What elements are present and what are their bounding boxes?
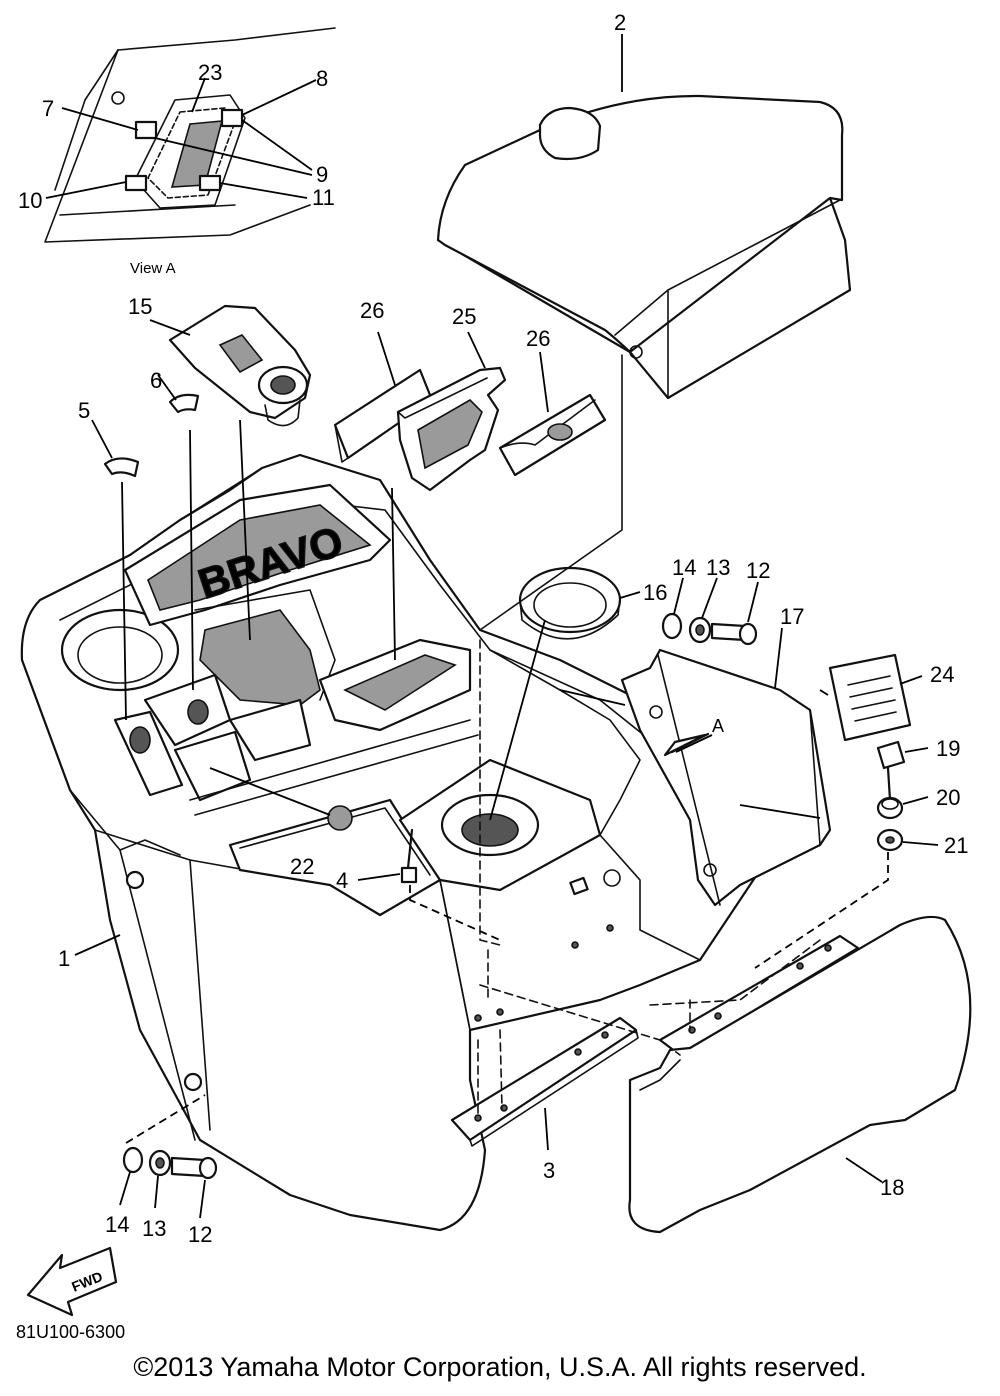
callout-4: 4	[336, 868, 348, 893]
callout-26-left: 26	[360, 298, 384, 323]
clip-part-6	[168, 393, 200, 414]
callout-5: 5	[78, 398, 90, 423]
plug-part-22	[327, 805, 353, 831]
callout-10: 10	[18, 188, 42, 213]
callout-3: 3	[543, 1158, 555, 1183]
washer-part-21	[876, 828, 904, 852]
copyright-notice: ©2013 Yamaha Motor Corporation, U.S.A. A…	[133, 1352, 867, 1382]
callout-14-top: 14	[672, 555, 696, 580]
diagram-code: 81U100-6300	[16, 1322, 126, 1342]
callout-19: 19	[936, 736, 960, 761]
callout-23: 23	[198, 60, 222, 85]
callout-21: 21	[944, 833, 968, 858]
part-25	[396, 366, 507, 492]
callout-6: 6	[150, 368, 162, 393]
callout-13-top: 13	[706, 555, 730, 580]
washer-part-14-top	[661, 612, 683, 640]
callout-17: 17	[780, 604, 804, 629]
callout-20: 20	[936, 785, 960, 810]
part-26-right	[498, 393, 607, 477]
washer-part-13-top	[688, 616, 712, 644]
bolt-part-12-bottom	[170, 1156, 218, 1180]
pin-part-4	[400, 828, 418, 884]
clip-part-5	[103, 457, 140, 478]
callout-9: 9	[316, 162, 328, 187]
callout-12-top: 12	[746, 558, 770, 583]
bolt-part-12-top	[710, 622, 758, 646]
fwd-arrow-icon: FWD	[26, 1246, 118, 1317]
callout-14-bottom: 14	[105, 1212, 129, 1237]
bolt-part-19	[876, 740, 906, 802]
callout-25: 25	[452, 304, 476, 329]
side-panel-part-17	[620, 648, 832, 907]
console-body-part-1: BRAVO	[20, 453, 762, 1232]
bracket-part-3	[450, 1016, 639, 1147]
callout-2: 2	[614, 10, 626, 35]
washer-part-14-bottom	[122, 1146, 144, 1174]
view-a-inset	[44, 27, 336, 243]
callout-11: 11	[312, 185, 335, 210]
callout-18: 18	[880, 1175, 904, 1200]
callout-24: 24	[930, 662, 954, 687]
callout-1: 1	[58, 946, 70, 971]
callout-8: 8	[316, 66, 328, 91]
callout-16: 16	[643, 580, 667, 605]
callout-7: 7	[42, 96, 54, 121]
callout-numbers: 2 23 8 7 9 10 11 15 26 25 26 6 5 16 14 1…	[18, 10, 968, 1247]
callout-26-right: 26	[526, 326, 550, 351]
panel-part-18	[628, 915, 972, 1234]
arrow-label: A	[712, 716, 724, 736]
view-a-arrow: A	[663, 716, 724, 757]
callout-22: 22	[290, 854, 314, 879]
part-15	[168, 304, 312, 427]
callout-12-bottom: 12	[188, 1222, 212, 1247]
label-part-24	[828, 653, 912, 742]
grommet-part-16	[518, 566, 622, 640]
callout-13-bottom: 13	[142, 1216, 166, 1241]
callout-15: 15	[128, 294, 152, 319]
lid-part-2	[436, 94, 852, 400]
view-a-label: View A	[130, 260, 176, 277]
washer-part-13-bottom	[148, 1149, 172, 1177]
nut-part-20	[876, 796, 904, 820]
